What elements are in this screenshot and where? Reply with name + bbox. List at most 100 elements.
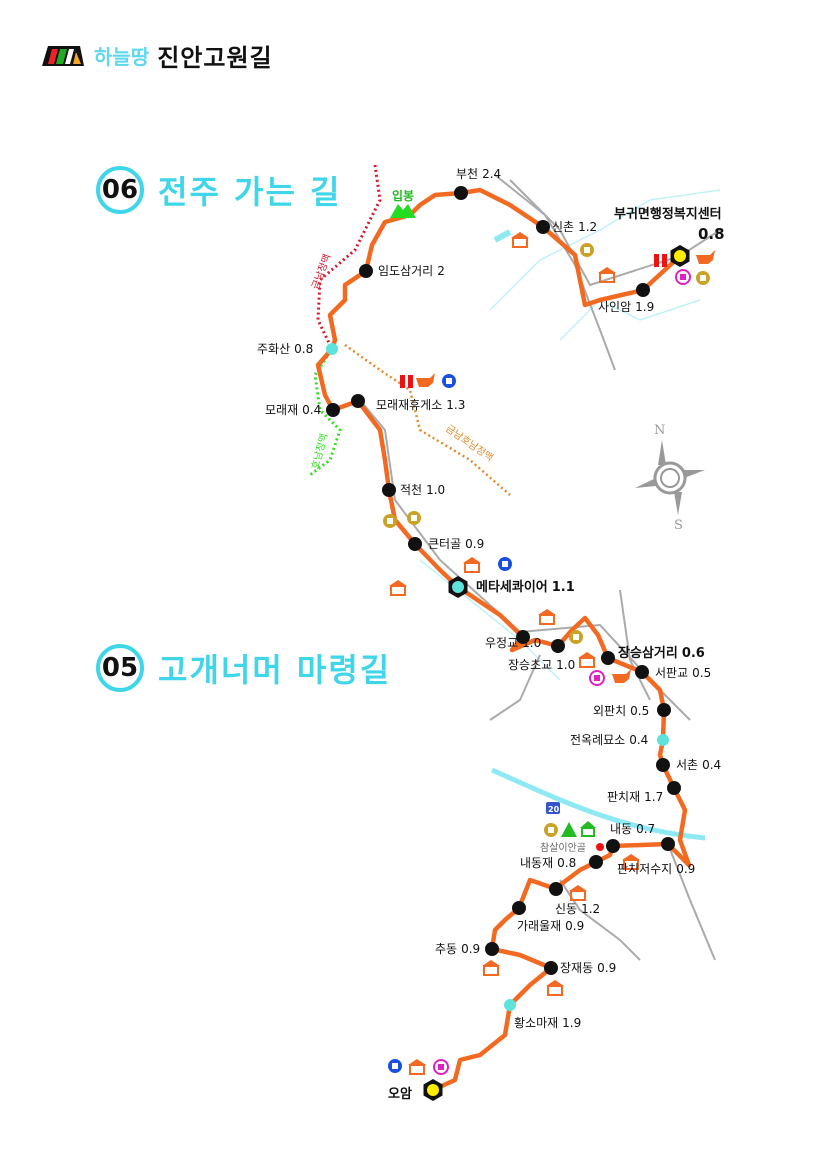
point-name: 부귀면행정복지센터	[614, 206, 722, 222]
point-distance: 0.5	[692, 666, 711, 680]
ridge-label: 금남호남정맥	[443, 423, 495, 464]
ridge-honam	[309, 351, 342, 477]
point-distance: 0.4	[702, 758, 721, 772]
point-name: 전옥례묘소	[570, 733, 625, 747]
point-marker	[326, 343, 338, 355]
logo-mark-icon	[42, 45, 84, 66]
route-point[interactable]: 장승삼거리 0.6	[601, 645, 705, 665]
point-distance: 1.2	[581, 902, 600, 916]
bus-icon	[675, 269, 691, 285]
temple-icon	[598, 267, 616, 283]
rest-icon	[696, 250, 715, 264]
temple-icon	[538, 609, 556, 625]
house-icon	[580, 821, 596, 837]
point-marker	[657, 734, 669, 746]
route-point[interactable]: 사인암 1.9	[598, 283, 654, 314]
point-label: 사인암 1.9	[598, 300, 654, 314]
route-point[interactable]: 장승초교 1.0	[508, 639, 575, 672]
toilet-icon	[654, 254, 667, 267]
bus-icon	[433, 1059, 449, 1075]
point-distance: 0.6	[682, 646, 705, 661]
point-distance: 1.9	[635, 300, 654, 314]
route-point[interactable]: 부귀면행정복지센터 0.8	[614, 206, 725, 267]
point-name: 내동	[610, 822, 632, 836]
route-point[interactable]: 적천 1.0	[382, 482, 445, 497]
point-label: 내동 0.7	[610, 822, 655, 836]
route-point[interactable]: 내동 0.7	[606, 822, 655, 853]
compass-south: S	[674, 518, 683, 533]
point-name: 신촌	[552, 220, 574, 234]
point-marker	[636, 283, 650, 297]
restaurant-icon	[580, 243, 594, 257]
hub-center	[674, 250, 686, 262]
point-marker	[359, 264, 373, 278]
point-name: 신동	[555, 902, 577, 916]
point-name: 모래재휴게소	[376, 398, 442, 412]
point-distance: 0.9	[676, 862, 695, 876]
amenities	[383, 232, 715, 1075]
point-distance: 0.8	[698, 225, 725, 243]
point-distance: 0.9	[565, 919, 584, 933]
route-point[interactable]: 가래울재 0.9	[512, 901, 584, 933]
point-distance: 0.5	[630, 704, 649, 718]
point-name: 사인암	[598, 300, 631, 314]
point-marker	[606, 839, 620, 853]
point-name: 가래울재	[517, 919, 561, 933]
section-number: 06	[96, 166, 144, 214]
hub-center	[452, 581, 464, 593]
point-distance: 1.0	[522, 636, 541, 650]
section-title: 고개너머 마령길	[158, 651, 392, 689]
logo-subtitle: 하늘땅	[94, 45, 150, 69]
ridge-label: 금남정맥	[310, 252, 334, 291]
point-name: 장승초교	[508, 658, 552, 672]
point-name: 적천	[400, 482, 422, 497]
point-distance: 1.3	[446, 398, 465, 412]
temple-icon	[546, 980, 564, 996]
temple-icon	[463, 557, 481, 573]
point-name: 임도삼거리	[378, 264, 433, 278]
point-label: 모래재휴게소 1.3	[376, 398, 465, 412]
point-name: 판치재	[607, 790, 640, 804]
point-name: 황소마재	[514, 1016, 558, 1030]
point-name: 모래재	[265, 403, 298, 417]
point-marker	[544, 961, 558, 975]
village-label: 참살이안골	[540, 842, 586, 854]
route-point[interactable]: 신동 1.2	[549, 882, 600, 916]
route-point[interactable]: 모래재휴게소 1.3	[351, 394, 465, 412]
river-upper	[493, 229, 512, 243]
point-name: 장승삼거리	[618, 645, 678, 661]
point-marker	[326, 403, 340, 417]
point-distance: 1.0	[426, 483, 445, 497]
point-name: 추동	[435, 942, 457, 956]
point-name: 부천	[456, 166, 478, 181]
point-distance: 0.7	[636, 822, 655, 836]
route-point[interactable]: 오암	[388, 1079, 443, 1102]
temple-icon	[389, 580, 407, 596]
